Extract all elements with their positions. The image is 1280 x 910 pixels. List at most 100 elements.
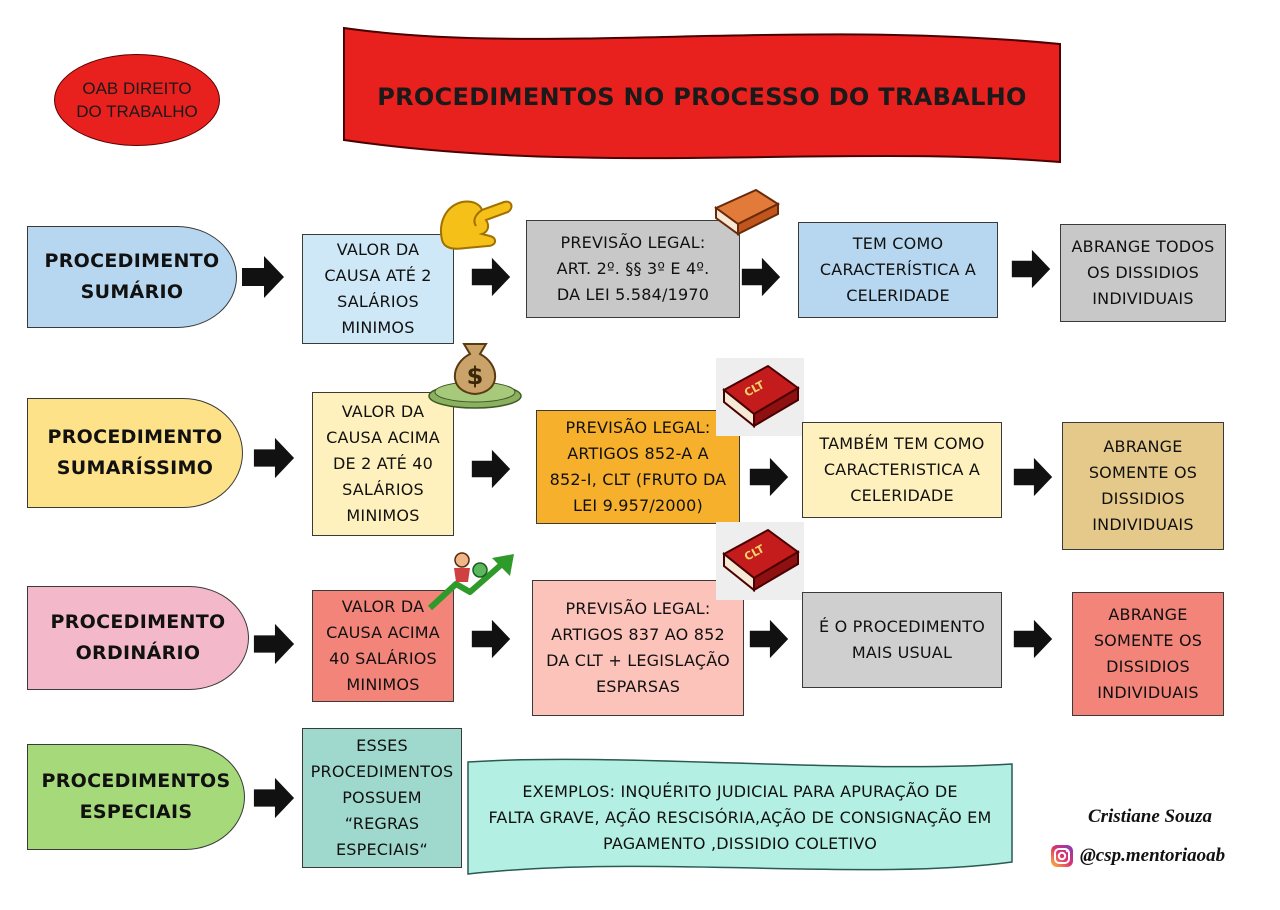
scope-sumarissimo-line-1: ABRANGE [1103, 437, 1183, 456]
badge-line-2: DO TRABALHO [76, 102, 198, 121]
value-sumarissimo-line-3: DE 2 ATÉ 40 [332, 454, 433, 473]
procedure-ordinario-line-2: ORDINÁRIO [75, 642, 201, 664]
instagram-credit: @csp.mentoriaoab [1050, 842, 1225, 870]
legal-sumario-line-2: ART. 2º. §§ 3º E 4º. [556, 259, 710, 278]
feature-sumario-line-2: CARACTERÍSTICA A [819, 260, 977, 279]
legal-sumarissimo-line-1: PREVISÃO LEGAL: [565, 418, 711, 437]
value-sumario-line-2: CAUSA ATÉ 2 [324, 266, 432, 285]
arrow-icon [749, 619, 789, 659]
scope-box-sumarissimo: ABRANGE SOMENTE OS DISSIDIOS INDIVIDUAIS [1062, 422, 1224, 550]
arrow-icon [471, 619, 511, 659]
procedure-sumarissimo: PROCEDIMENTO SUMARÍSSIMO [27, 398, 243, 508]
legal-sumarissimo-line-4: LEI 9.957/2000) [573, 496, 703, 515]
feature-ordinario-line-1: É O PROCEDIMENTO [818, 617, 985, 636]
legal-sumario-line-1: PREVISÃO LEGAL: [560, 233, 706, 252]
value-ordinario-line-3: 40 SALÁRIOS [329, 649, 437, 668]
examples-box-especiais: EXEMPLOS: INQUÉRITO JUDICIAL PARA APURAÇ… [466, 770, 1014, 866]
feature-ordinario-line-2: MAIS USUAL [851, 643, 953, 662]
legal-ordinario-line-3: DA CLT + LEGISLAÇÃO [546, 651, 730, 670]
badge-line-1: OAB DIREITO [82, 79, 192, 98]
arrow-icon [471, 257, 511, 297]
arrow-icon [1013, 457, 1053, 497]
arrow-icon [253, 777, 295, 819]
procedure-sumarissimo-line-2: SUMARÍSSIMO [56, 457, 214, 479]
arrow-icon [242, 256, 284, 298]
value-sumarissimo-line-2: CAUSA ACIMA [326, 428, 440, 447]
procedure-ordinario-line-1: PROCEDIMENTO [50, 611, 226, 633]
procedure-sumarissimo-line-1: PROCEDIMENTO [47, 426, 223, 448]
feature-box-ordinario: É O PROCEDIMENTO MAIS USUAL [802, 592, 1002, 688]
legal-sumario-line-3: DA LEI 5.584/1970 [556, 285, 710, 304]
value-ordinario-line-2: CAUSA ACIMA [326, 623, 440, 642]
oab-badge: OAB DIREITO DO TRABALHO [54, 54, 220, 146]
arrow-icon [741, 257, 781, 297]
legal-sumarissimo-line-3: 852-I, CLT (FRUTO DA [549, 470, 727, 489]
procedure-ordinario: PROCEDIMENTO ORDINÁRIO [27, 586, 249, 690]
scope-sumarissimo-line-2: SOMENTE OS [1088, 463, 1198, 482]
instagram-handle: @csp.mentoriaoab [1080, 845, 1226, 866]
scope-sumarissimo-line-4: INDIVIDUAIS [1092, 515, 1194, 534]
author-name: Cristiane Souza [1087, 806, 1213, 827]
rules-box-especiais: ESSES PROCEDIMENTOS POSSUEM “REGRAS ESPE… [302, 728, 462, 868]
value-sumarissimo-line-5: MINIMOS [346, 506, 420, 525]
rules-especiais-line-3: POSSUEM [342, 788, 422, 807]
value-box-sumario: VALOR DA CAUSA ATÉ 2 SALÁRIOS MINIMOS [302, 234, 454, 344]
examples-line-1: EXEMPLOS: INQUÉRITO JUDICIAL PARA APURAÇ… [522, 782, 958, 801]
feature-sumario-line-1: TEM COMO [852, 234, 944, 253]
procedure-sumario-line-2: SUMÁRIO [80, 281, 184, 303]
value-box-ordinario: VALOR DA CAUSA ACIMA 40 SALÁRIOS MINIMOS [312, 590, 454, 702]
scope-sumario-line-2: OS DISSIDIOS [1086, 263, 1200, 282]
procedure-especiais-line-1: PROCEDIMENTOS [41, 770, 231, 792]
scope-sumario-line-1: ABRANGE TODOS [1071, 237, 1215, 256]
scope-ordinario-line-3: DISSIDIOS [1106, 657, 1190, 676]
examples-line-3: PAGAMENTO ,DISSIDIO COLETIVO [603, 834, 877, 853]
examples-banner [467, 758, 1013, 875]
procedure-sumario: PROCEDIMENTO SUMÁRIO [27, 226, 237, 328]
pinch-hand-icon [440, 200, 513, 250]
feature-sumarissimo-line-2: CARACTERISTICA A [823, 460, 981, 479]
instagram-icon [1051, 845, 1073, 867]
rules-especiais-line-1: ESSES [356, 736, 408, 755]
legal-box-sumarissimo: PREVISÃO LEGAL: ARTIGOS 852-A A 852-I, C… [536, 410, 740, 524]
value-sumario-line-1: VALOR DA [336, 240, 420, 259]
value-box-sumarissimo: VALOR DA CAUSA ACIMA DE 2 ATÉ 40 SALÁRIO… [312, 392, 454, 536]
clt-book-icon: CLT [716, 358, 804, 436]
title-banner [343, 26, 1061, 164]
value-sumarissimo-line-1: VALOR DA [341, 402, 425, 421]
scope-sumarissimo-line-3: DISSIDIOS [1101, 489, 1185, 508]
legal-ordinario-line-4: ESPARSAS [595, 677, 681, 696]
arrow-icon [1011, 249, 1051, 289]
feature-sumario-line-3: CELERIDADE [846, 286, 950, 305]
arrow-icon [749, 457, 789, 497]
money-bag-icon: $ [428, 343, 522, 409]
procedure-sumario-line-1: PROCEDIMENTO [44, 250, 220, 272]
legal-ordinario-line-1: PREVISÃO LEGAL: [565, 599, 711, 618]
procedure-especiais-line-2: ESPECIAIS [79, 801, 193, 823]
book-icon [714, 188, 781, 236]
procedure-especiais: PROCEDIMENTOS ESPECIAIS [27, 744, 245, 850]
feature-box-sumario: TEM COMO CARACTERÍSTICA A CELERIDADE [798, 222, 998, 318]
legal-box-ordinario: PREVISÃO LEGAL: ARTIGOS 837 AO 852 DA CL… [532, 580, 744, 716]
scope-sumario-line-3: INDIVIDUAIS [1092, 289, 1194, 308]
money-bag-symbol: $ [467, 362, 484, 390]
scope-ordinario-line-2: SOMENTE OS [1093, 631, 1203, 650]
arrow-icon [471, 449, 511, 489]
feature-sumarissimo-line-1: TAMBÉM TEM COMO [819, 434, 985, 453]
value-ordinario-line-1: VALOR DA [341, 597, 425, 616]
value-sumarissimo-line-4: SALÁRIOS [342, 480, 424, 499]
legal-sumarissimo-line-2: ARTIGOS 852-A A [567, 444, 709, 463]
page-title: PROCEDIMENTOS NO PROCESSO DO TRABALHO [377, 83, 1027, 111]
value-sumario-line-3: SALÁRIOS [337, 292, 419, 311]
value-sumario-line-4: MINIMOS [341, 318, 415, 337]
scope-box-sumario: ABRANGE TODOS OS DISSIDIOS INDIVIDUAIS [1060, 224, 1226, 322]
examples-line-2: FALTA GRAVE, AÇÃO RESCISÓRIA,AÇÃO DE CON… [488, 808, 992, 827]
legal-box-sumario: PREVISÃO LEGAL: ART. 2º. §§ 3º E 4º. DA … [526, 220, 740, 318]
legal-ordinario-line-2: ARTIGOS 837 AO 852 [551, 625, 725, 644]
arrow-icon [253, 623, 295, 665]
rules-especiais-line-4: “REGRAS [344, 814, 420, 833]
scope-ordinario-line-1: ABRANGE [1108, 605, 1188, 624]
scope-box-ordinario: ABRANGE SOMENTE OS DISSIDIOS INDIVIDUAIS [1072, 592, 1224, 716]
value-ordinario-line-4: MINIMOS [346, 675, 420, 694]
feature-box-sumarissimo: TAMBÉM TEM COMO CARACTERISTICA A CELERID… [802, 422, 1002, 518]
growth-arrow-icon [427, 552, 514, 611]
